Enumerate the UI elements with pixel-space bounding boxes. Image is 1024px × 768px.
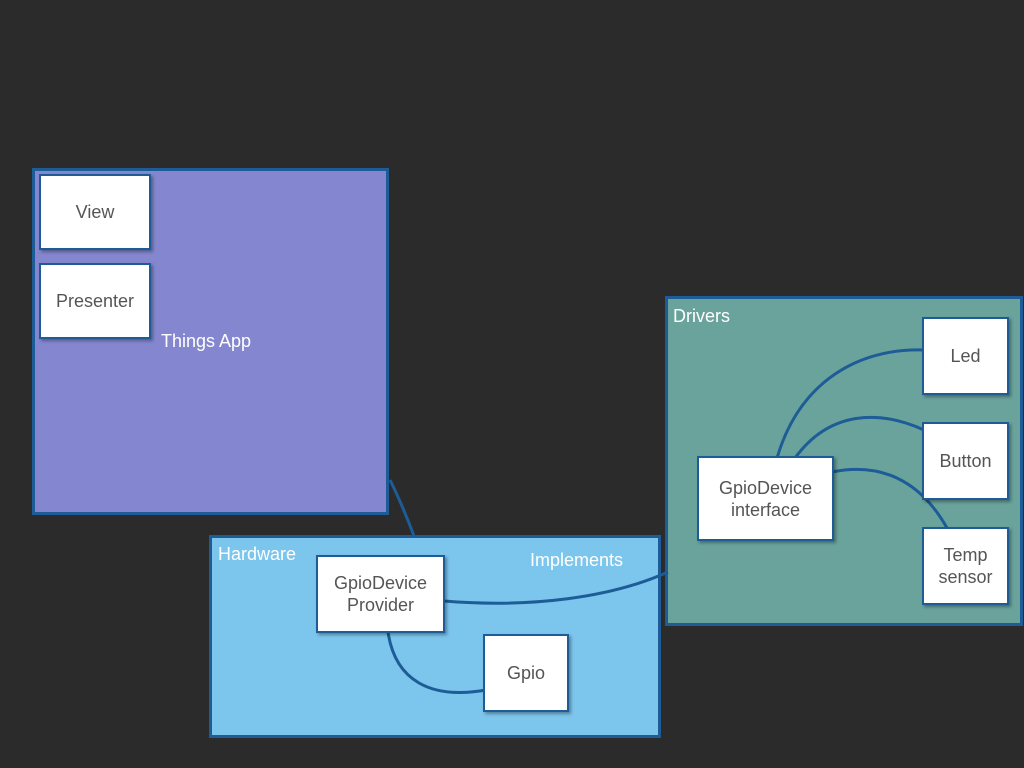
- hardware-label: Hardware: [218, 544, 297, 564]
- gpio-device-provider-node[interactable]: GpioDevice Provider: [316, 555, 445, 633]
- app-to-hardware-connector: [388, 479, 416, 537]
- gpio-node[interactable]: Gpio: [483, 634, 569, 712]
- drivers-label: Drivers: [673, 306, 730, 326]
- temp-sensor-node[interactable]: Temp sensor: [922, 527, 1009, 605]
- gpio-device-interface-node[interactable]: GpioDevice interface: [697, 456, 834, 541]
- things-app-label: Things App: [161, 331, 252, 351]
- implements-label: Implements: [530, 550, 624, 570]
- button-node[interactable]: Button: [922, 422, 1009, 500]
- view-node[interactable]: View: [39, 174, 151, 250]
- led-node[interactable]: Led: [922, 317, 1009, 395]
- presenter-node[interactable]: Presenter: [39, 263, 151, 339]
